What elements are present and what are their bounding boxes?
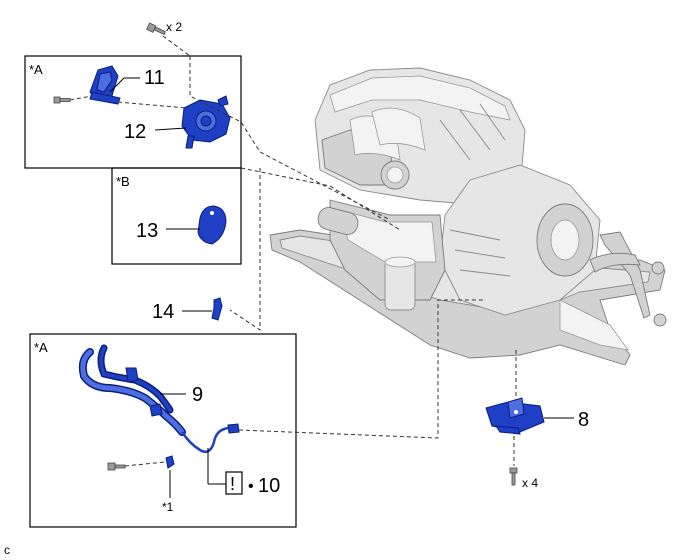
caution-mark: ! — [230, 474, 235, 494]
leader-12 — [154, 127, 187, 131]
leader-11 — [109, 77, 125, 93]
callout-13: 13 — [136, 220, 158, 242]
bolt-lower-left — [107, 462, 126, 471]
leader-bolt-top — [162, 35, 191, 57]
callout-8: 8 — [578, 409, 589, 431]
callout-14: 14 — [152, 301, 174, 323]
bolt-top — [146, 22, 166, 35]
part-13-cover-plate — [197, 205, 227, 245]
leader-frame-b-to-engine — [240, 167, 401, 231]
leader-bolt-11 — [69, 95, 93, 101]
leader-bolt-lower — [124, 461, 166, 467]
callout-10: 10 — [258, 475, 280, 497]
bolt-bottom-qty: x 4 — [522, 476, 538, 490]
leader-9-to-engine — [238, 299, 486, 439]
note-1: *1 — [162, 500, 174, 514]
callout-9: 9 — [192, 384, 203, 406]
callout-12: 12 — [124, 121, 146, 143]
part-14-clip — [211, 297, 223, 321]
bolt-11 — [53, 96, 71, 104]
part-9-pipe — [78, 344, 240, 453]
leader-part14-to-engine — [229, 168, 261, 331]
figure-code: c — [4, 543, 10, 557]
frame-a-bottom — [29, 333, 297, 528]
frame-b-tag: *B — [116, 174, 130, 189]
bullet-10: • — [248, 478, 254, 495]
bolt-top-qty: x 2 — [166, 20, 182, 34]
frame-b — [111, 167, 242, 265]
caution-box — [225, 471, 243, 495]
clip-1 — [165, 455, 175, 469]
frame-a-top-tag: *A — [29, 62, 43, 77]
engine-assembly-illustration — [269, 67, 667, 366]
part-11-bracket — [89, 65, 121, 105]
bolt-bottom — [509, 467, 518, 486]
part-8-mount-bracket — [485, 397, 545, 435]
leader-11-to-12 — [117, 101, 187, 109]
frame-a-bottom-tag: *A — [34, 340, 48, 355]
callout-11: 11 — [144, 67, 165, 89]
